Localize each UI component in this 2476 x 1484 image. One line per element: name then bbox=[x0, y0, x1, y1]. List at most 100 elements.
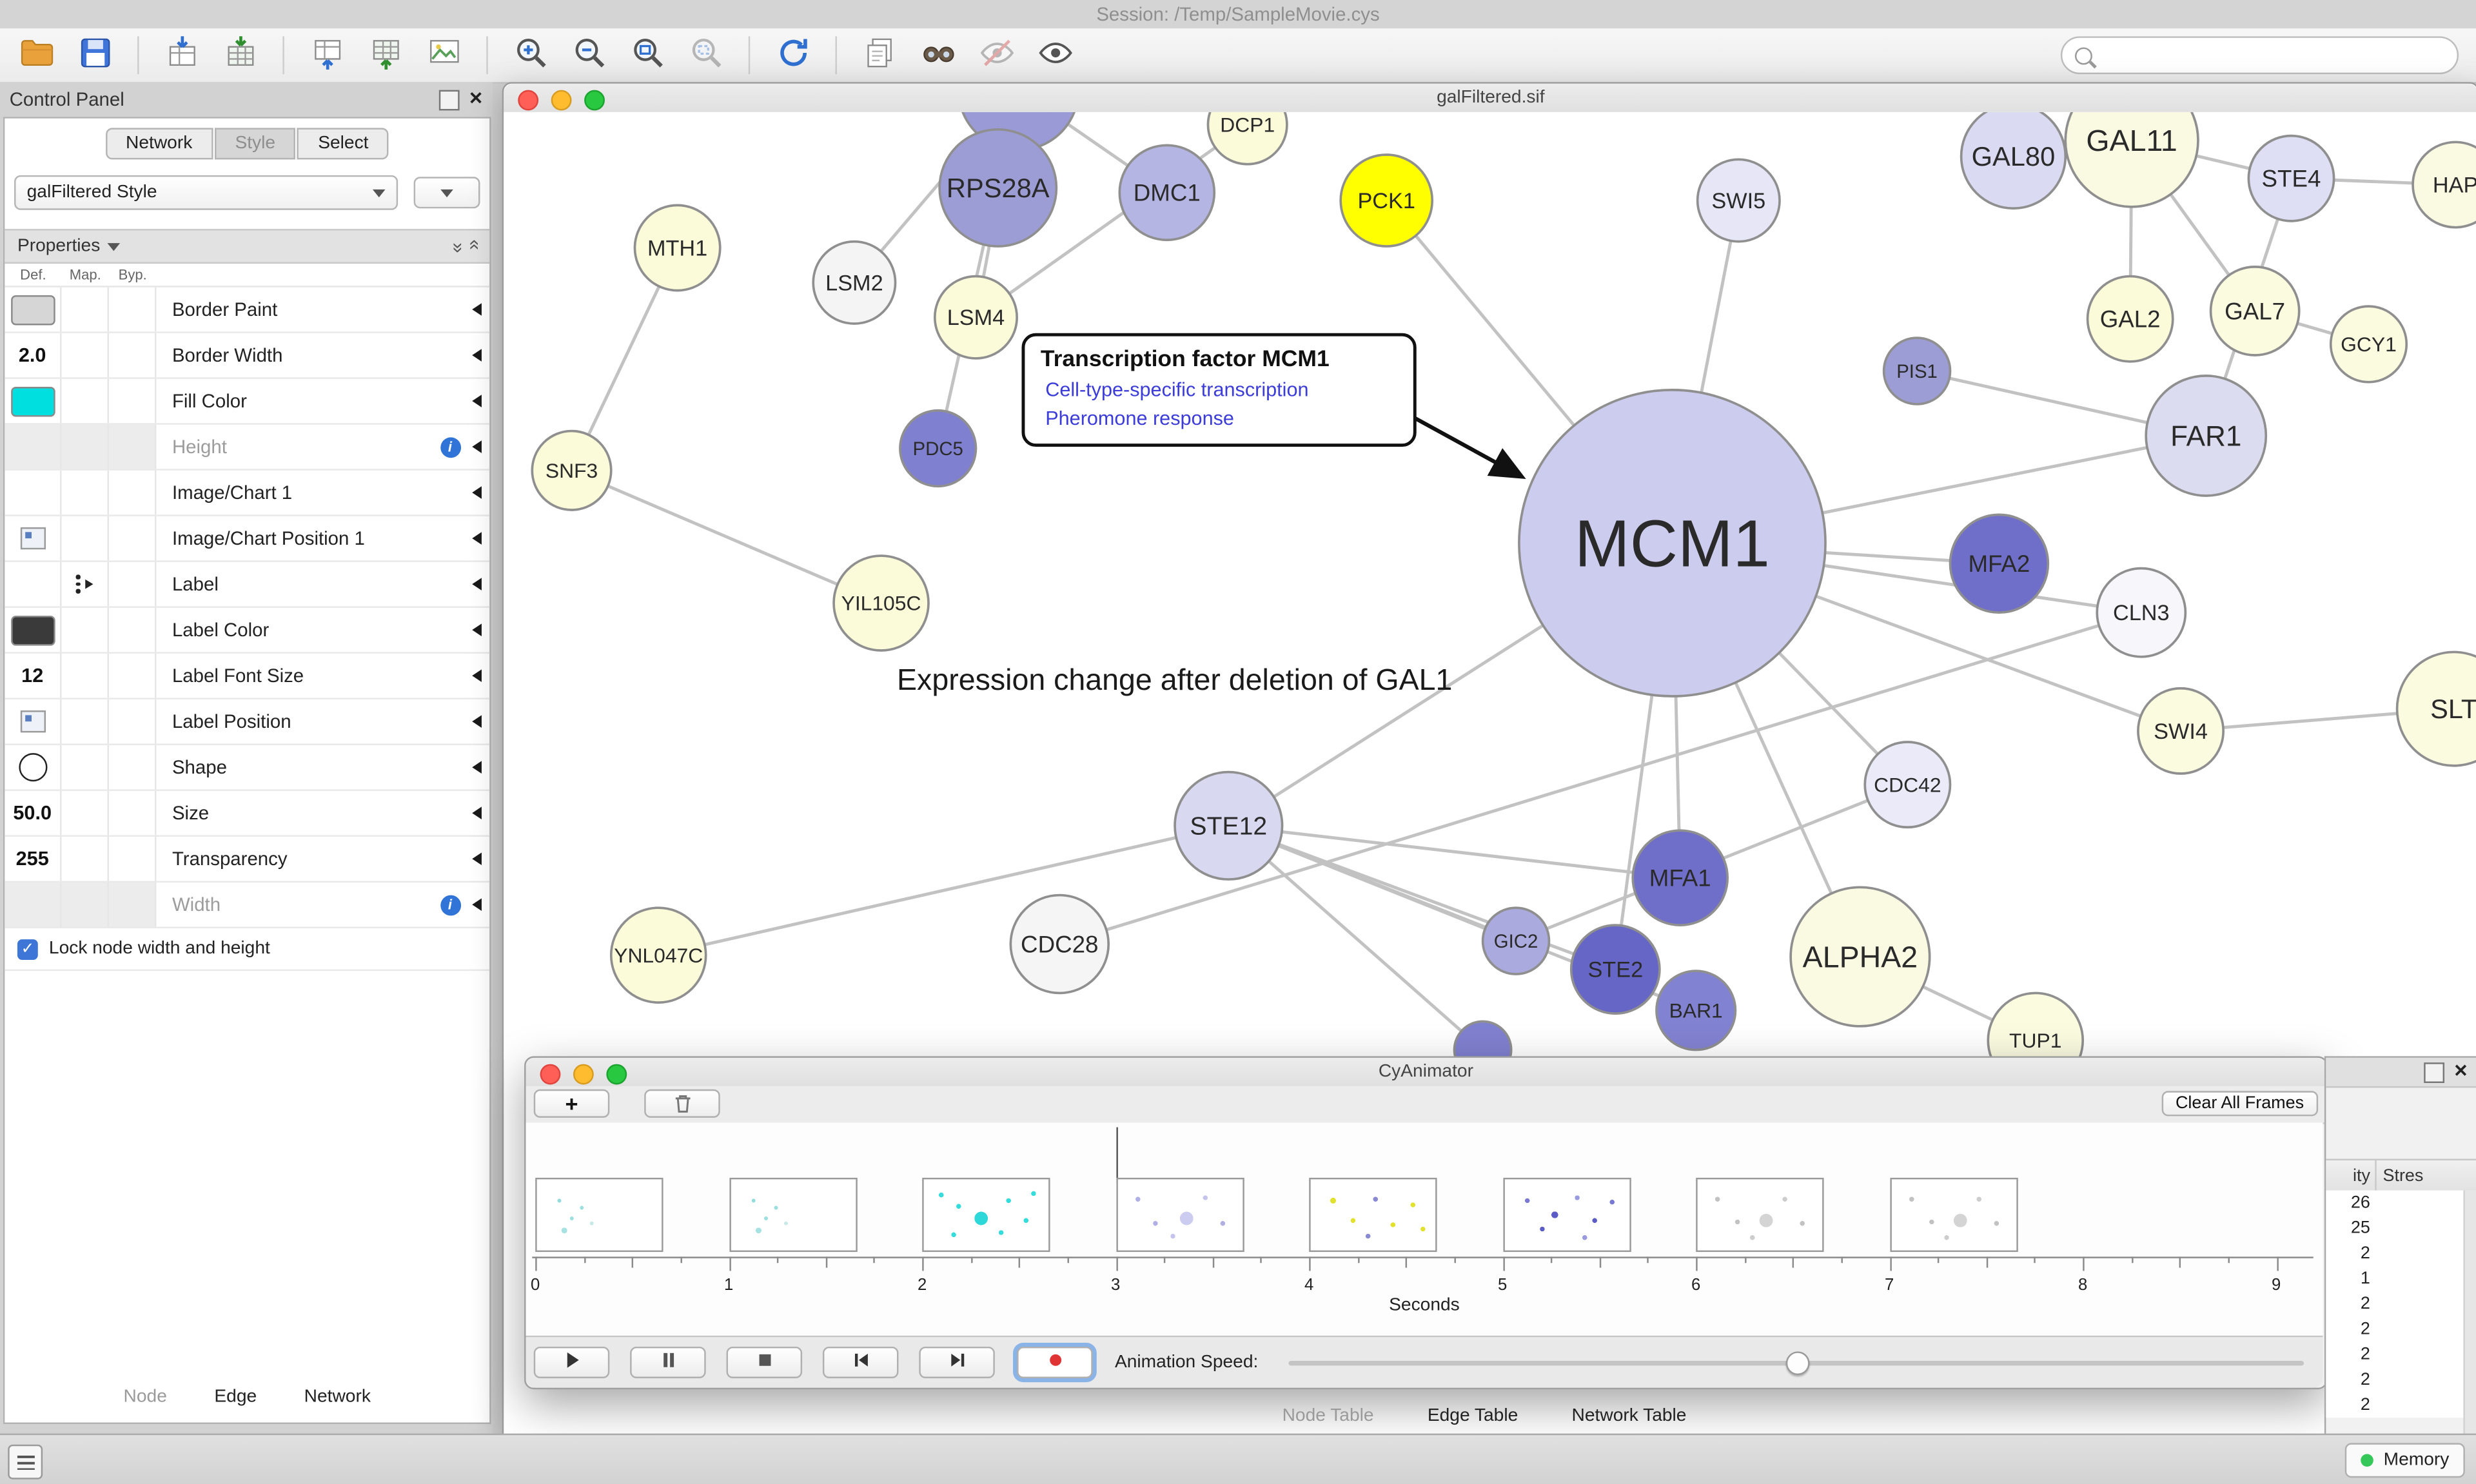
expand-row-icon[interactable] bbox=[472, 761, 482, 774]
search-input[interactable] bbox=[2101, 44, 2445, 66]
keyframe-thumbnail[interactable] bbox=[1696, 1177, 1824, 1253]
lock-size-checkbox[interactable]: ✓ bbox=[17, 938, 38, 959]
keyframe-thumbnail[interactable] bbox=[1502, 1177, 1631, 1253]
delete-frame-button[interactable] bbox=[644, 1089, 720, 1118]
cyanimator-titlebar[interactable]: CyAnimator bbox=[526, 1057, 2326, 1088]
expand-row-icon[interactable] bbox=[472, 715, 482, 728]
tab-network[interactable]: Network bbox=[298, 1385, 377, 1410]
export-network-button[interactable] bbox=[303, 33, 350, 77]
bypass-cell[interactable] bbox=[109, 561, 157, 607]
node-GAL2[interactable]: GAL2 bbox=[2086, 275, 2174, 363]
node-SWI5[interactable]: SWI5 bbox=[1696, 158, 1781, 243]
table-row[interactable]: 2 bbox=[2326, 1367, 2465, 1392]
export-image-button[interactable] bbox=[420, 33, 467, 77]
tab-network-table[interactable]: Network Table bbox=[1566, 1403, 1693, 1429]
node-GAL11[interactable]: GAL11 bbox=[2064, 112, 2199, 208]
bypass-cell[interactable] bbox=[109, 790, 157, 835]
node-PIS1[interactable]: PIS1 bbox=[1882, 337, 1952, 405]
default-value-cell[interactable]: 255 bbox=[5, 836, 62, 881]
column-header[interactable]: ity bbox=[2326, 1160, 2377, 1191]
table-row[interactable]: 2 bbox=[2326, 1316, 2465, 1342]
table-row[interactable]: 2 bbox=[2326, 1392, 2465, 1418]
default-value-cell[interactable] bbox=[5, 882, 62, 927]
style-dropdown[interactable]: galFiltered Style bbox=[14, 175, 398, 210]
add-frame-button[interactable]: + bbox=[533, 1089, 610, 1118]
node-STE4[interactable]: STE4 bbox=[2247, 134, 2335, 222]
bypass-cell[interactable] bbox=[109, 699, 157, 744]
node-DCP1[interactable]: DCP1 bbox=[1206, 112, 1288, 166]
close-window-icon[interactable] bbox=[540, 1064, 561, 1085]
default-value-cell[interactable]: 2.0 bbox=[5, 333, 62, 378]
node-MFA1[interactable]: MFA1 bbox=[1631, 829, 1729, 926]
table-row[interactable]: 2 bbox=[2326, 1342, 2465, 1367]
node-HAP[interactable]: HAP bbox=[2412, 141, 2476, 229]
expand-row-icon[interactable] bbox=[472, 440, 482, 453]
default-value-cell[interactable] bbox=[5, 516, 62, 561]
expand-row-icon[interactable] bbox=[472, 852, 482, 866]
node-MTH1[interactable]: MTH1 bbox=[633, 204, 722, 292]
annotation-link[interactable]: Cell-type-specific transcription bbox=[1045, 378, 1309, 402]
mapping-cell[interactable] bbox=[62, 561, 109, 607]
bypass-cell[interactable] bbox=[109, 378, 157, 424]
expand-row-icon[interactable] bbox=[472, 349, 482, 362]
bypass-cell[interactable] bbox=[108, 882, 157, 927]
node-MCM1[interactable]: MCM1 bbox=[1518, 389, 1827, 698]
stop-button[interactable] bbox=[726, 1346, 803, 1378]
bypass-cell[interactable] bbox=[109, 836, 157, 881]
mapping-cell[interactable] bbox=[62, 378, 109, 424]
import-network-button[interactable] bbox=[158, 33, 205, 77]
node-YIL105C[interactable]: YIL105C bbox=[832, 554, 930, 652]
properties-header[interactable]: Properties » » bbox=[5, 229, 490, 264]
edge[interactable] bbox=[975, 123, 1249, 319]
mapping-cell[interactable] bbox=[62, 836, 109, 881]
ui-settings-button[interactable] bbox=[8, 1444, 43, 1479]
default-value-cell[interactable] bbox=[5, 745, 62, 790]
network-window-titlebar[interactable]: galFiltered.sif bbox=[504, 83, 2476, 114]
expand-row-icon[interactable] bbox=[472, 532, 482, 545]
mapping-cell[interactable] bbox=[62, 287, 109, 332]
next-button[interactable] bbox=[919, 1346, 995, 1378]
node-YNL047C[interactable]: YNL047C bbox=[609, 906, 707, 1004]
default-value-cell[interactable]: 12 bbox=[5, 653, 62, 698]
property-row[interactable]: Fill Color bbox=[5, 378, 490, 425]
mapping-cell[interactable] bbox=[62, 790, 109, 835]
mapping-cell[interactable] bbox=[62, 470, 109, 515]
bypass-cell[interactable] bbox=[109, 333, 157, 378]
node-PDC5[interactable]: PDC5 bbox=[899, 409, 978, 488]
float-panel-icon[interactable] bbox=[438, 89, 460, 110]
default-value-cell[interactable] bbox=[5, 561, 62, 607]
property-row[interactable]: Label bbox=[5, 561, 490, 608]
property-row[interactable]: Border Paint bbox=[5, 287, 490, 333]
annotation-link[interactable]: Pheromone response bbox=[1045, 407, 1234, 430]
edge[interactable] bbox=[1227, 824, 1484, 1051]
float-panel-icon[interactable] bbox=[2423, 1061, 2444, 1082]
edge[interactable] bbox=[1059, 610, 2142, 946]
node-bot1[interactable] bbox=[1453, 1020, 1513, 1060]
table-row[interactable]: 1 bbox=[2326, 1266, 2465, 1291]
hide-selected-button[interactable] bbox=[973, 33, 1020, 77]
property-row[interactable]: Label Color bbox=[5, 607, 490, 654]
property-row[interactable]: Image/Chart Position 1 bbox=[5, 516, 490, 562]
table-scrollbar[interactable] bbox=[2463, 1190, 2476, 1436]
clear-all-frames-button[interactable]: Clear All Frames bbox=[2161, 1091, 2319, 1117]
previous-button[interactable] bbox=[822, 1346, 899, 1378]
tab-edge-table[interactable]: Edge Table bbox=[1421, 1403, 1524, 1429]
show-all-button[interactable] bbox=[1031, 33, 1078, 77]
column-header[interactable]: Stres bbox=[2383, 1166, 2424, 1185]
bypass-cell[interactable] bbox=[109, 287, 157, 332]
expand-row-icon[interactable] bbox=[472, 669, 482, 682]
node-SLT[interactable]: SLT bbox=[2395, 650, 2476, 767]
lock-size-row[interactable]: ✓ Lock node width and height bbox=[5, 928, 490, 971]
save-session-button[interactable] bbox=[71, 33, 118, 77]
table-row[interactable]: 2 bbox=[2326, 1291, 2465, 1316]
close-window-icon[interactable] bbox=[518, 90, 539, 111]
node-STE12[interactable]: STE12 bbox=[1174, 770, 1284, 881]
bypass-cell[interactable] bbox=[109, 516, 157, 561]
edge[interactable] bbox=[658, 824, 1229, 957]
